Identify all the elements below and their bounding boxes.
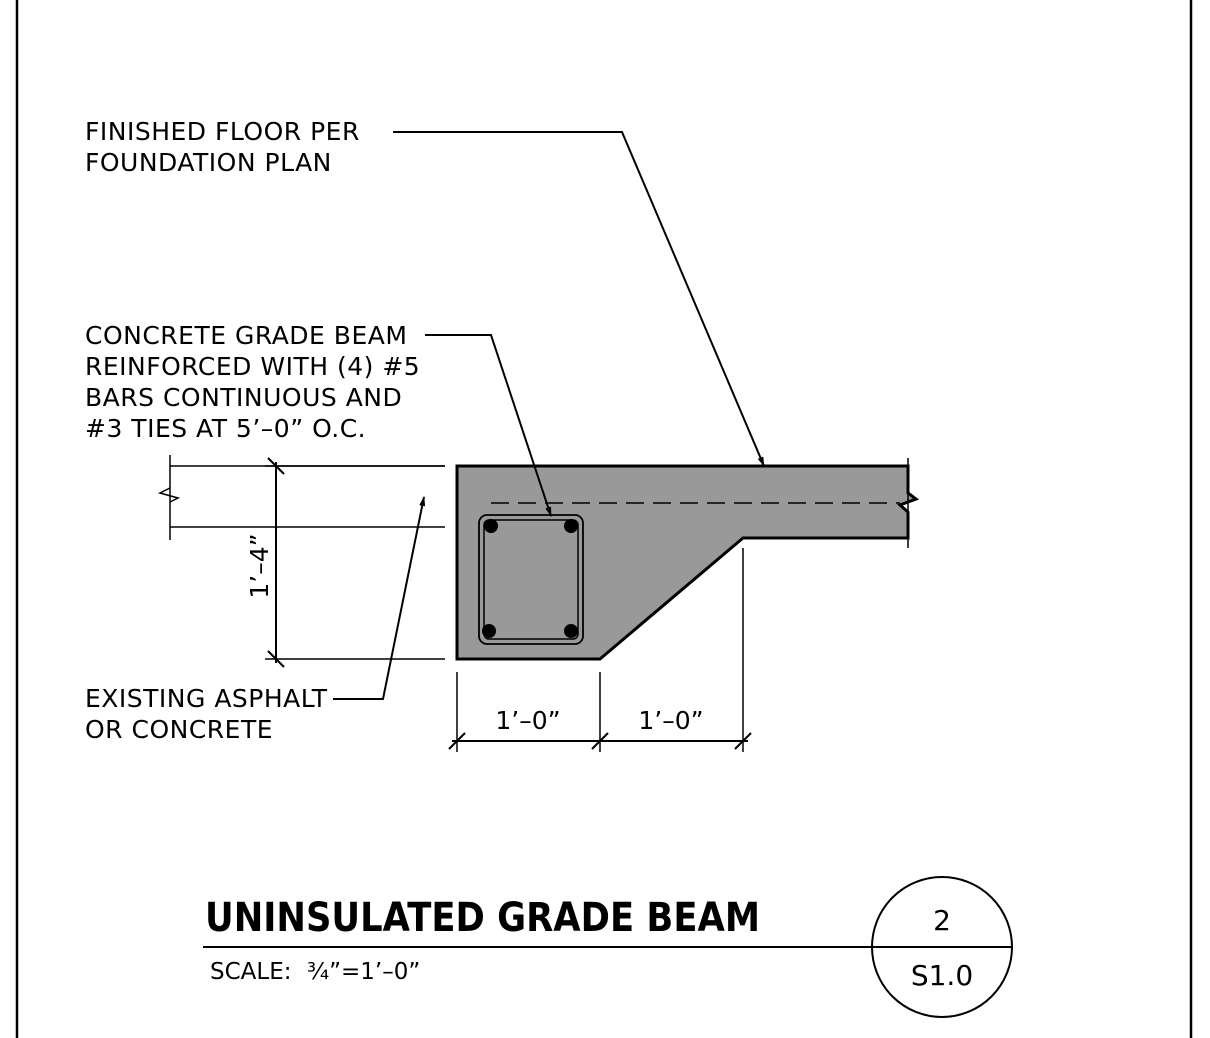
note-existing: EXISTING ASPHALT OR CONCRETE <box>85 496 426 744</box>
note-grade-beam-line-1: CONCRETE GRADE BEAM <box>85 321 407 350</box>
depth-dimension: 1’–4” <box>245 457 445 668</box>
note-existing-line-2: OR CONCRETE <box>85 715 273 744</box>
note-existing-line-1: EXISTING ASPHALT <box>85 684 328 713</box>
sheet-number: S1.0 <box>911 959 973 992</box>
rebar-bottom-left <box>482 624 496 638</box>
depth-dimension-label: 1’–4” <box>245 533 274 598</box>
tie-inner <box>483 519 579 640</box>
note-grade-beam-line-3: BARS CONTINUOUS AND <box>85 383 402 412</box>
width-dimension-2-label: 1’–0” <box>638 706 703 735</box>
rebar-bottom-right <box>564 624 578 638</box>
width-dimension-1-label: 1’–0” <box>495 706 560 735</box>
scale-value: ¾”=1’–0” <box>307 959 420 985</box>
tie-outer <box>478 514 584 645</box>
detail-bubble <box>871 876 1013 1018</box>
note-finished-floor-line-2: FOUNDATION PLAN <box>85 148 332 177</box>
title-block: UNINSULATED GRADE BEAM SCALE: ¾”=1’–0” 2… <box>203 876 1013 1018</box>
concrete-section <box>455 464 920 661</box>
note-finished-floor-line-1: FINISHED FLOOR PER <box>85 117 360 146</box>
existing-slab <box>157 455 445 540</box>
leader-existing <box>333 496 426 700</box>
note-grade-beam-line-4: #3 TIES AT 5’–0” O.C. <box>85 414 366 443</box>
leader-grade-beam <box>425 334 552 517</box>
grade-beam-section <box>455 458 920 661</box>
detail-number: 2 <box>933 904 951 937</box>
note-grade-beam-line-2: REINFORCED WITH (4) #5 <box>85 352 420 381</box>
width-dimensions: 1’–0” 1’–0” <box>448 548 752 752</box>
note-finished-floor: FINISHED FLOOR PER FOUNDATION PLAN <box>85 117 765 467</box>
leader-finished-floor <box>393 131 765 467</box>
note-grade-beam: CONCRETE GRADE BEAM REINFORCED WITH (4) … <box>85 321 552 517</box>
scale-label: SCALE: ¾”=1’–0” <box>210 959 420 985</box>
detail-title: UNINSULATED GRADE BEAM <box>205 895 760 941</box>
scale-label-prefix: SCALE: <box>210 959 292 985</box>
rebar-top-right <box>564 519 578 533</box>
rebar-top-left <box>484 519 498 533</box>
